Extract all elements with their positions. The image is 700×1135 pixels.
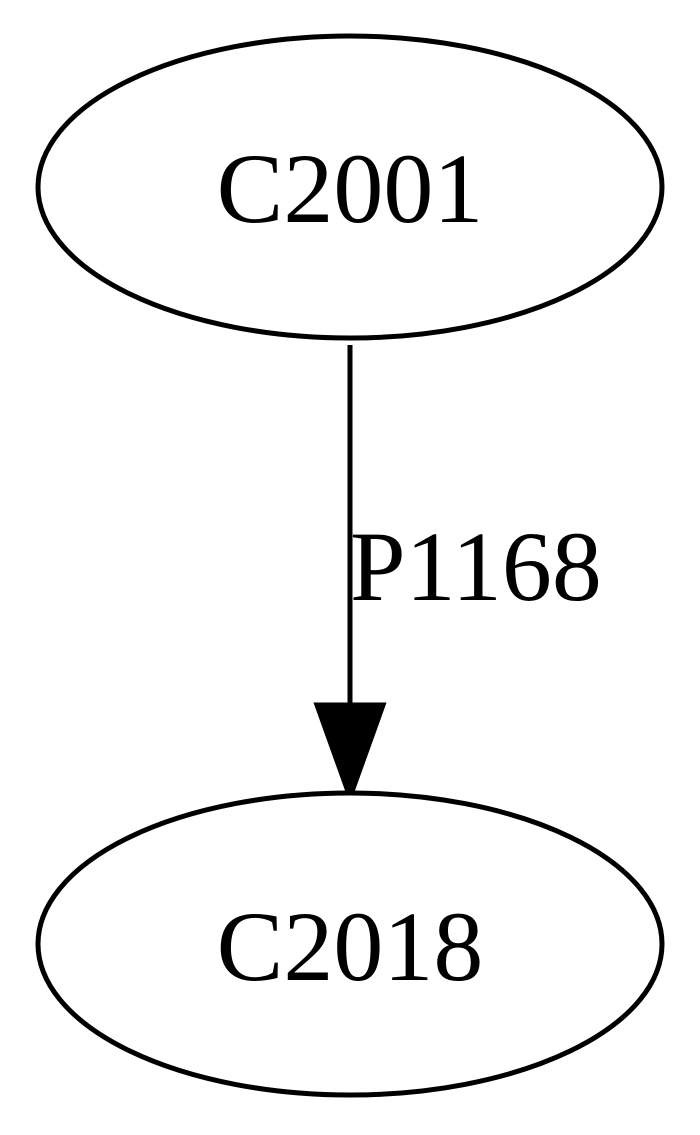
arrowhead-icon: [313, 702, 387, 805]
node-c2018[interactable]: C2018: [35, 790, 665, 1098]
edge-c2001-to-c2018: P1168: [313, 345, 602, 805]
edge-label: P1168: [350, 511, 602, 622]
node-c2001-ellipse: [35, 33, 665, 341]
node-c2018-label: C2018: [217, 891, 484, 1002]
node-c2018-ellipse: [35, 790, 665, 1098]
node-c2001[interactable]: C2001: [35, 33, 665, 341]
node-c2001-label: C2001: [217, 133, 484, 244]
